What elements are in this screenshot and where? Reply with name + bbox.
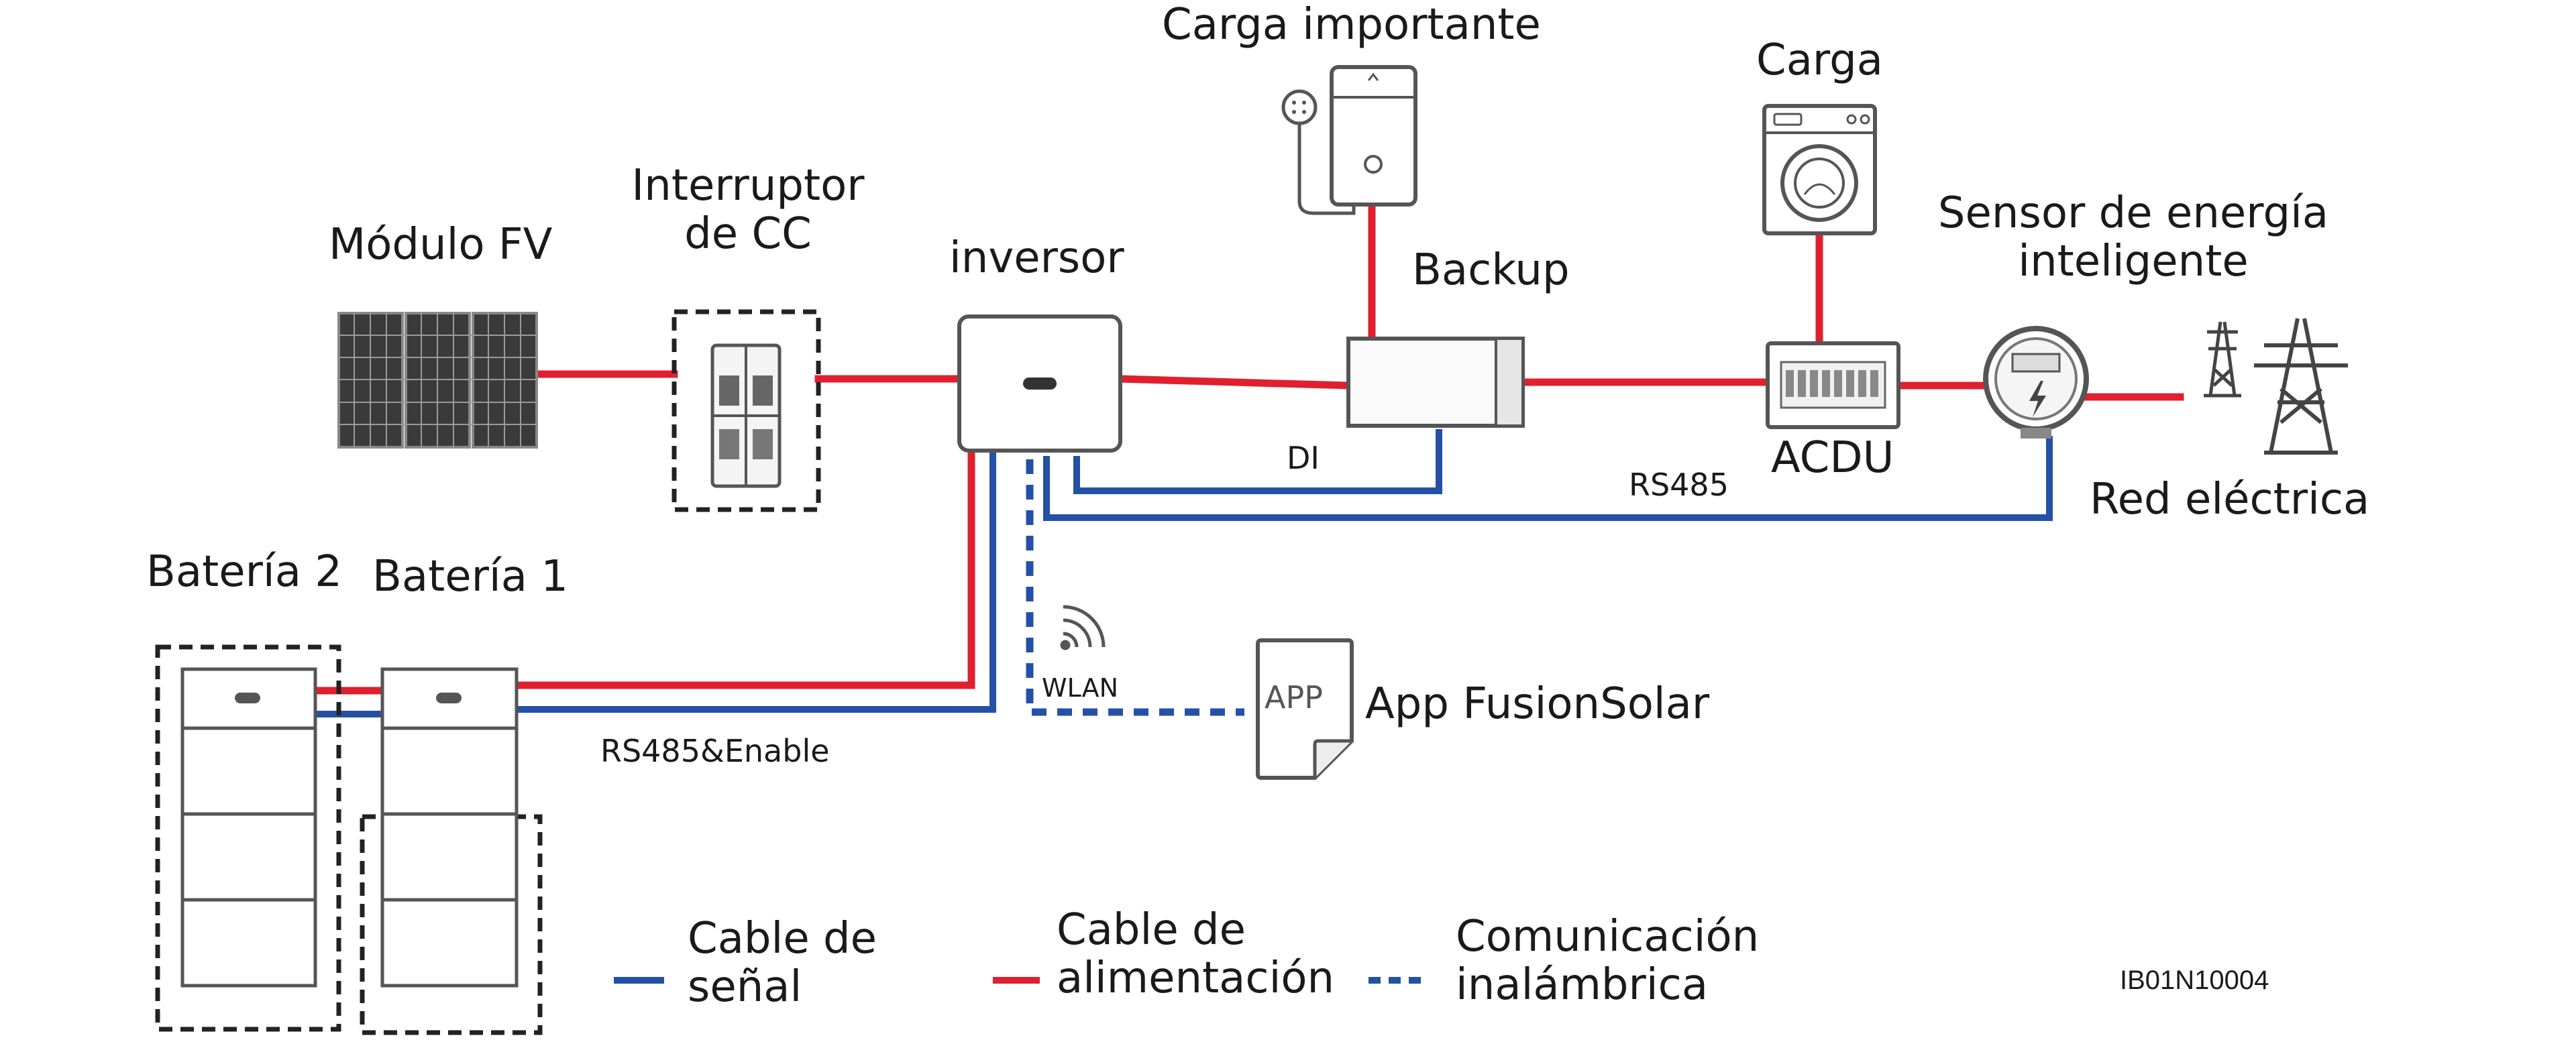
backup-box [1346, 337, 1525, 428]
label-pv-module: Módulo FV [329, 220, 553, 270]
label-rs485-enable: RS485&Enable [600, 733, 830, 769]
dc-switch-dashed-enclosure [672, 309, 821, 512]
grid-tower-icon [2204, 321, 2241, 398]
app-document-icon [1256, 638, 1354, 780]
signal-cable-rs485 [1043, 436, 2053, 521]
label-inverter: inversor [949, 233, 1124, 283]
legend-wireless-line1: Comunicación [1456, 912, 1760, 962]
label-load: Carga [1756, 36, 1883, 85]
signal-cables [314, 429, 2053, 717]
label-sensor-line1: Sensor de energía [1937, 188, 2329, 238]
legend-wireless-line2: inalámbrica [1456, 960, 1709, 1010]
label-dc-switch: Interruptor de CC [621, 162, 875, 258]
inverter [957, 314, 1122, 453]
label-wlan: WLAN [1042, 673, 1119, 703]
label-dc-switch-line1: Interruptor [631, 161, 865, 211]
label-app-fusionsolar: App FusionSolar [1365, 679, 1710, 729]
wifi-icon [1060, 605, 1106, 650]
important-load [1281, 65, 1417, 215]
legend-signal-line1: Cable de [688, 914, 877, 964]
power-cables [310, 200, 2184, 695]
battery-1 [360, 667, 543, 1035]
legend-signal-cable: Cable de señal [688, 915, 877, 1011]
inverter-indicator [1023, 377, 1057, 390]
legend-power-line1: Cable de [1057, 905, 1246, 955]
battery-2 [155, 644, 341, 1032]
signal-cable-di [1073, 429, 1442, 494]
wireless-link-wlan [1026, 459, 1244, 716]
label-important-load: Carga importante [1162, 0, 1541, 50]
shower-icon [1281, 89, 1356, 215]
pv-module [337, 312, 538, 449]
label-battery-2: Batería 2 [146, 547, 342, 597]
label-sensor-line2: inteligente [2018, 236, 2249, 286]
power-cable-inverter-to-battery [513, 445, 975, 689]
label-backup: Backup [1412, 245, 1570, 295]
battery-2-dashed-group [155, 644, 341, 1032]
legend-power-line2: alimentación [1057, 953, 1335, 1003]
label-dc-switch-line2: de CC [684, 209, 812, 259]
image-code: IB01N10004 [2120, 966, 2269, 995]
app-icon-label: APP [1265, 679, 1323, 715]
legend-wireless: Comunicación inalámbrica [1456, 913, 1759, 1009]
washing-machine [1762, 104, 1877, 235]
label-acdu: ACDU [1771, 433, 1894, 483]
dc-switch [672, 309, 821, 512]
label-rs485: RS485 [1629, 467, 1729, 503]
label-grid: Red eléctrica [2090, 475, 2370, 524]
label-di: DI [1287, 440, 1320, 476]
smart-power-sensor [1983, 326, 2089, 439]
power-cable-inverter-to-backup [1116, 375, 1352, 390]
lightning-icon [2029, 381, 2046, 417]
grid-tower-large-icon [2254, 318, 2348, 455]
label-smart-power-sensor: Sensor de energía inteligente [1905, 188, 2361, 286]
legend-power-cable: Cable de alimentación [1057, 905, 1335, 1003]
acdu-panel [1766, 341, 1900, 429]
label-battery-1: Batería 1 [372, 552, 568, 601]
signal-cable-rs485-enable [517, 449, 996, 713]
legend-signal-line2: señal [688, 962, 802, 1012]
